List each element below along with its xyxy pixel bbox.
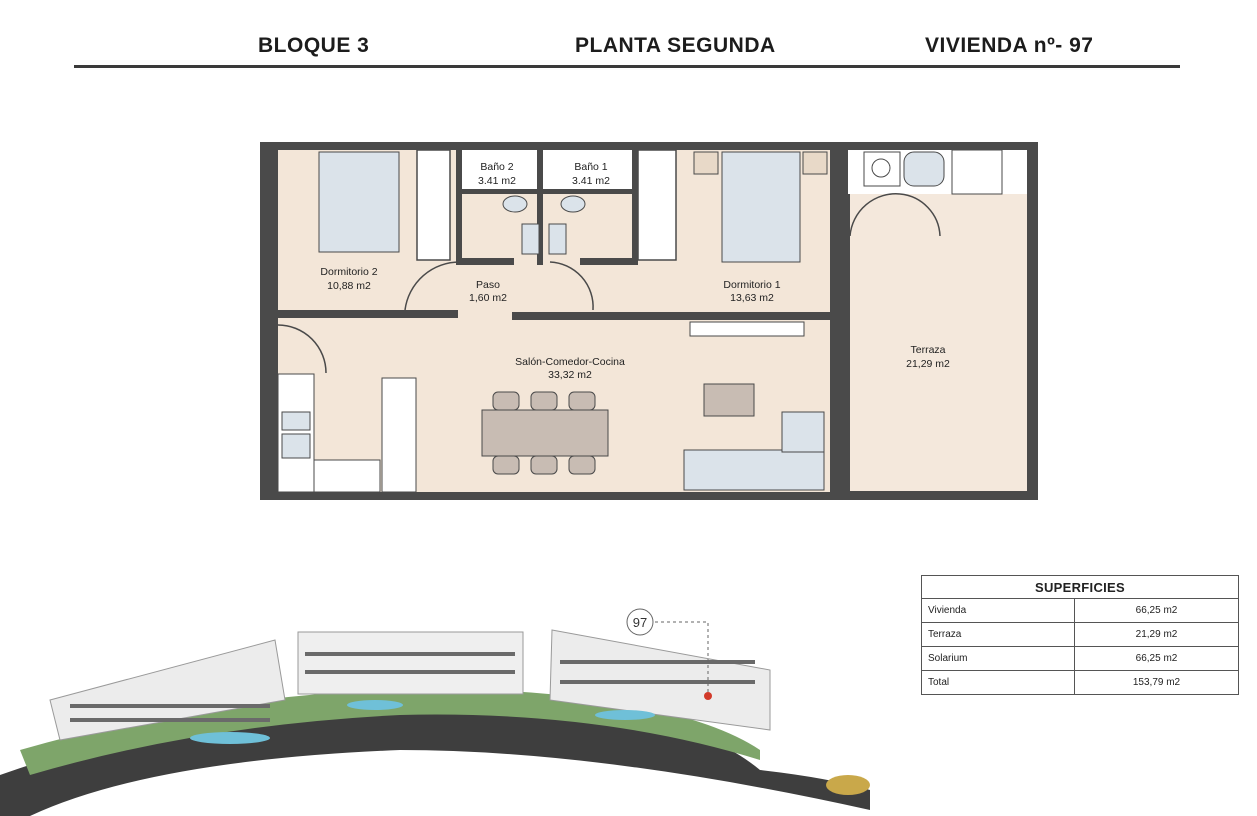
row-value: 21,29 m2 (1135, 629, 1178, 640)
chair-icon (568, 391, 596, 411)
washer-icon (863, 151, 901, 187)
sofa-icon (683, 449, 825, 491)
bath-2-area (462, 150, 537, 189)
wall (278, 310, 458, 318)
unit-marker (626, 608, 654, 636)
wall (537, 150, 543, 265)
chair-icon (530, 455, 558, 475)
room-area: 1,60 m2 (469, 292, 507, 304)
bath-1-area (543, 150, 632, 189)
terrace-door (899, 193, 941, 237)
chair-icon (492, 391, 520, 411)
toilet-icon (521, 223, 540, 255)
roundabout (826, 775, 870, 795)
row-value: 66,25 m2 (1135, 653, 1178, 664)
block-title: BLOQUE 3 (258, 34, 370, 57)
wall (456, 150, 462, 265)
stairs-icon (951, 149, 1003, 195)
row-label: Total (922, 671, 1075, 694)
wall (580, 258, 638, 265)
kitchen-counter (277, 373, 315, 493)
room-name: Terraza (910, 344, 945, 356)
tv-unit (689, 321, 805, 337)
table-row: Vivienda 66,25 m2 (922, 599, 1238, 623)
room-name: Salón-Comedor-Cocina (515, 356, 625, 368)
row-label: Terraza (922, 623, 1075, 646)
chair-icon (492, 455, 520, 475)
dining-table (481, 409, 609, 457)
row-value: 153,79 m2 (1132, 677, 1181, 688)
hob-icon (281, 433, 311, 459)
room-name: Baño 1 (574, 161, 607, 173)
room-area: 33,32 m2 (548, 369, 592, 381)
row-value: 66,25 m2 (1135, 605, 1178, 616)
pool (595, 710, 655, 720)
terrace-floor (850, 194, 1027, 491)
toilet-icon (548, 223, 567, 255)
room-area: 13,63 m2 (730, 292, 774, 304)
wardrobe (416, 149, 451, 261)
aerial-render: 97 (0, 608, 870, 816)
room-name: Dormitorio 2 (320, 266, 377, 278)
pool (190, 732, 270, 744)
room-area: 3.41 m2 (478, 175, 516, 187)
sink-icon (560, 195, 586, 213)
pool (347, 700, 403, 710)
kitchen-sink-icon (281, 411, 311, 431)
coffee-table (703, 383, 755, 417)
door-swing (404, 261, 461, 311)
building (297, 631, 524, 695)
table-row: Terraza 21,29 m2 (922, 623, 1238, 647)
room-area: 21,29 m2 (906, 358, 950, 370)
table-row: Solarium 66,25 m2 (922, 647, 1238, 671)
superficies-table: SUPERFICIES Vivienda 66,25 m2 Terraza 21… (921, 575, 1239, 695)
wall (456, 258, 514, 265)
floor-title: PLANTA SEGUNDA (575, 34, 776, 57)
header-divider (74, 65, 1180, 68)
floor-plan: Dormitorio 2 10,88 m2 Baño 2 3.41 m2 Bañ… (260, 142, 1038, 500)
terrace-door (849, 193, 901, 237)
room-name: Paso (476, 279, 500, 291)
wall (462, 189, 632, 194)
building (49, 639, 286, 741)
sofa-icon (781, 411, 825, 453)
washer-drum (871, 158, 891, 178)
wall (830, 150, 848, 492)
chair-icon (530, 391, 558, 411)
nightstand (693, 151, 719, 175)
unit-title: VIVIENDA nº- 97 (925, 34, 1094, 57)
heater-icon (903, 151, 945, 187)
window-rows (70, 652, 755, 722)
room-name: Dormitorio 1 (723, 279, 780, 291)
nightstand (802, 151, 828, 175)
unit-marker-label: 97 (633, 615, 647, 630)
row-label: Vivienda (922, 599, 1075, 622)
door-swing (549, 261, 594, 311)
table-row: Total 153,79 m2 (922, 671, 1238, 694)
room-area: 10,88 m2 (327, 280, 371, 292)
sink-icon (502, 195, 528, 213)
table-title: SUPERFICIES (922, 576, 1238, 599)
room-name: Baño 2 (480, 161, 513, 173)
unit-pin-icon (704, 692, 712, 700)
bed-icon (318, 151, 400, 253)
wall (512, 312, 830, 320)
entrance-door (277, 324, 327, 374)
chair-icon (568, 455, 596, 475)
bed-icon (721, 151, 801, 263)
kitchen-counter (313, 459, 381, 493)
room-area: 3.41 m2 (572, 175, 610, 187)
row-label: Solarium (922, 647, 1075, 670)
wardrobe (637, 149, 677, 261)
wall (632, 150, 638, 265)
kitchen-column (381, 377, 417, 493)
